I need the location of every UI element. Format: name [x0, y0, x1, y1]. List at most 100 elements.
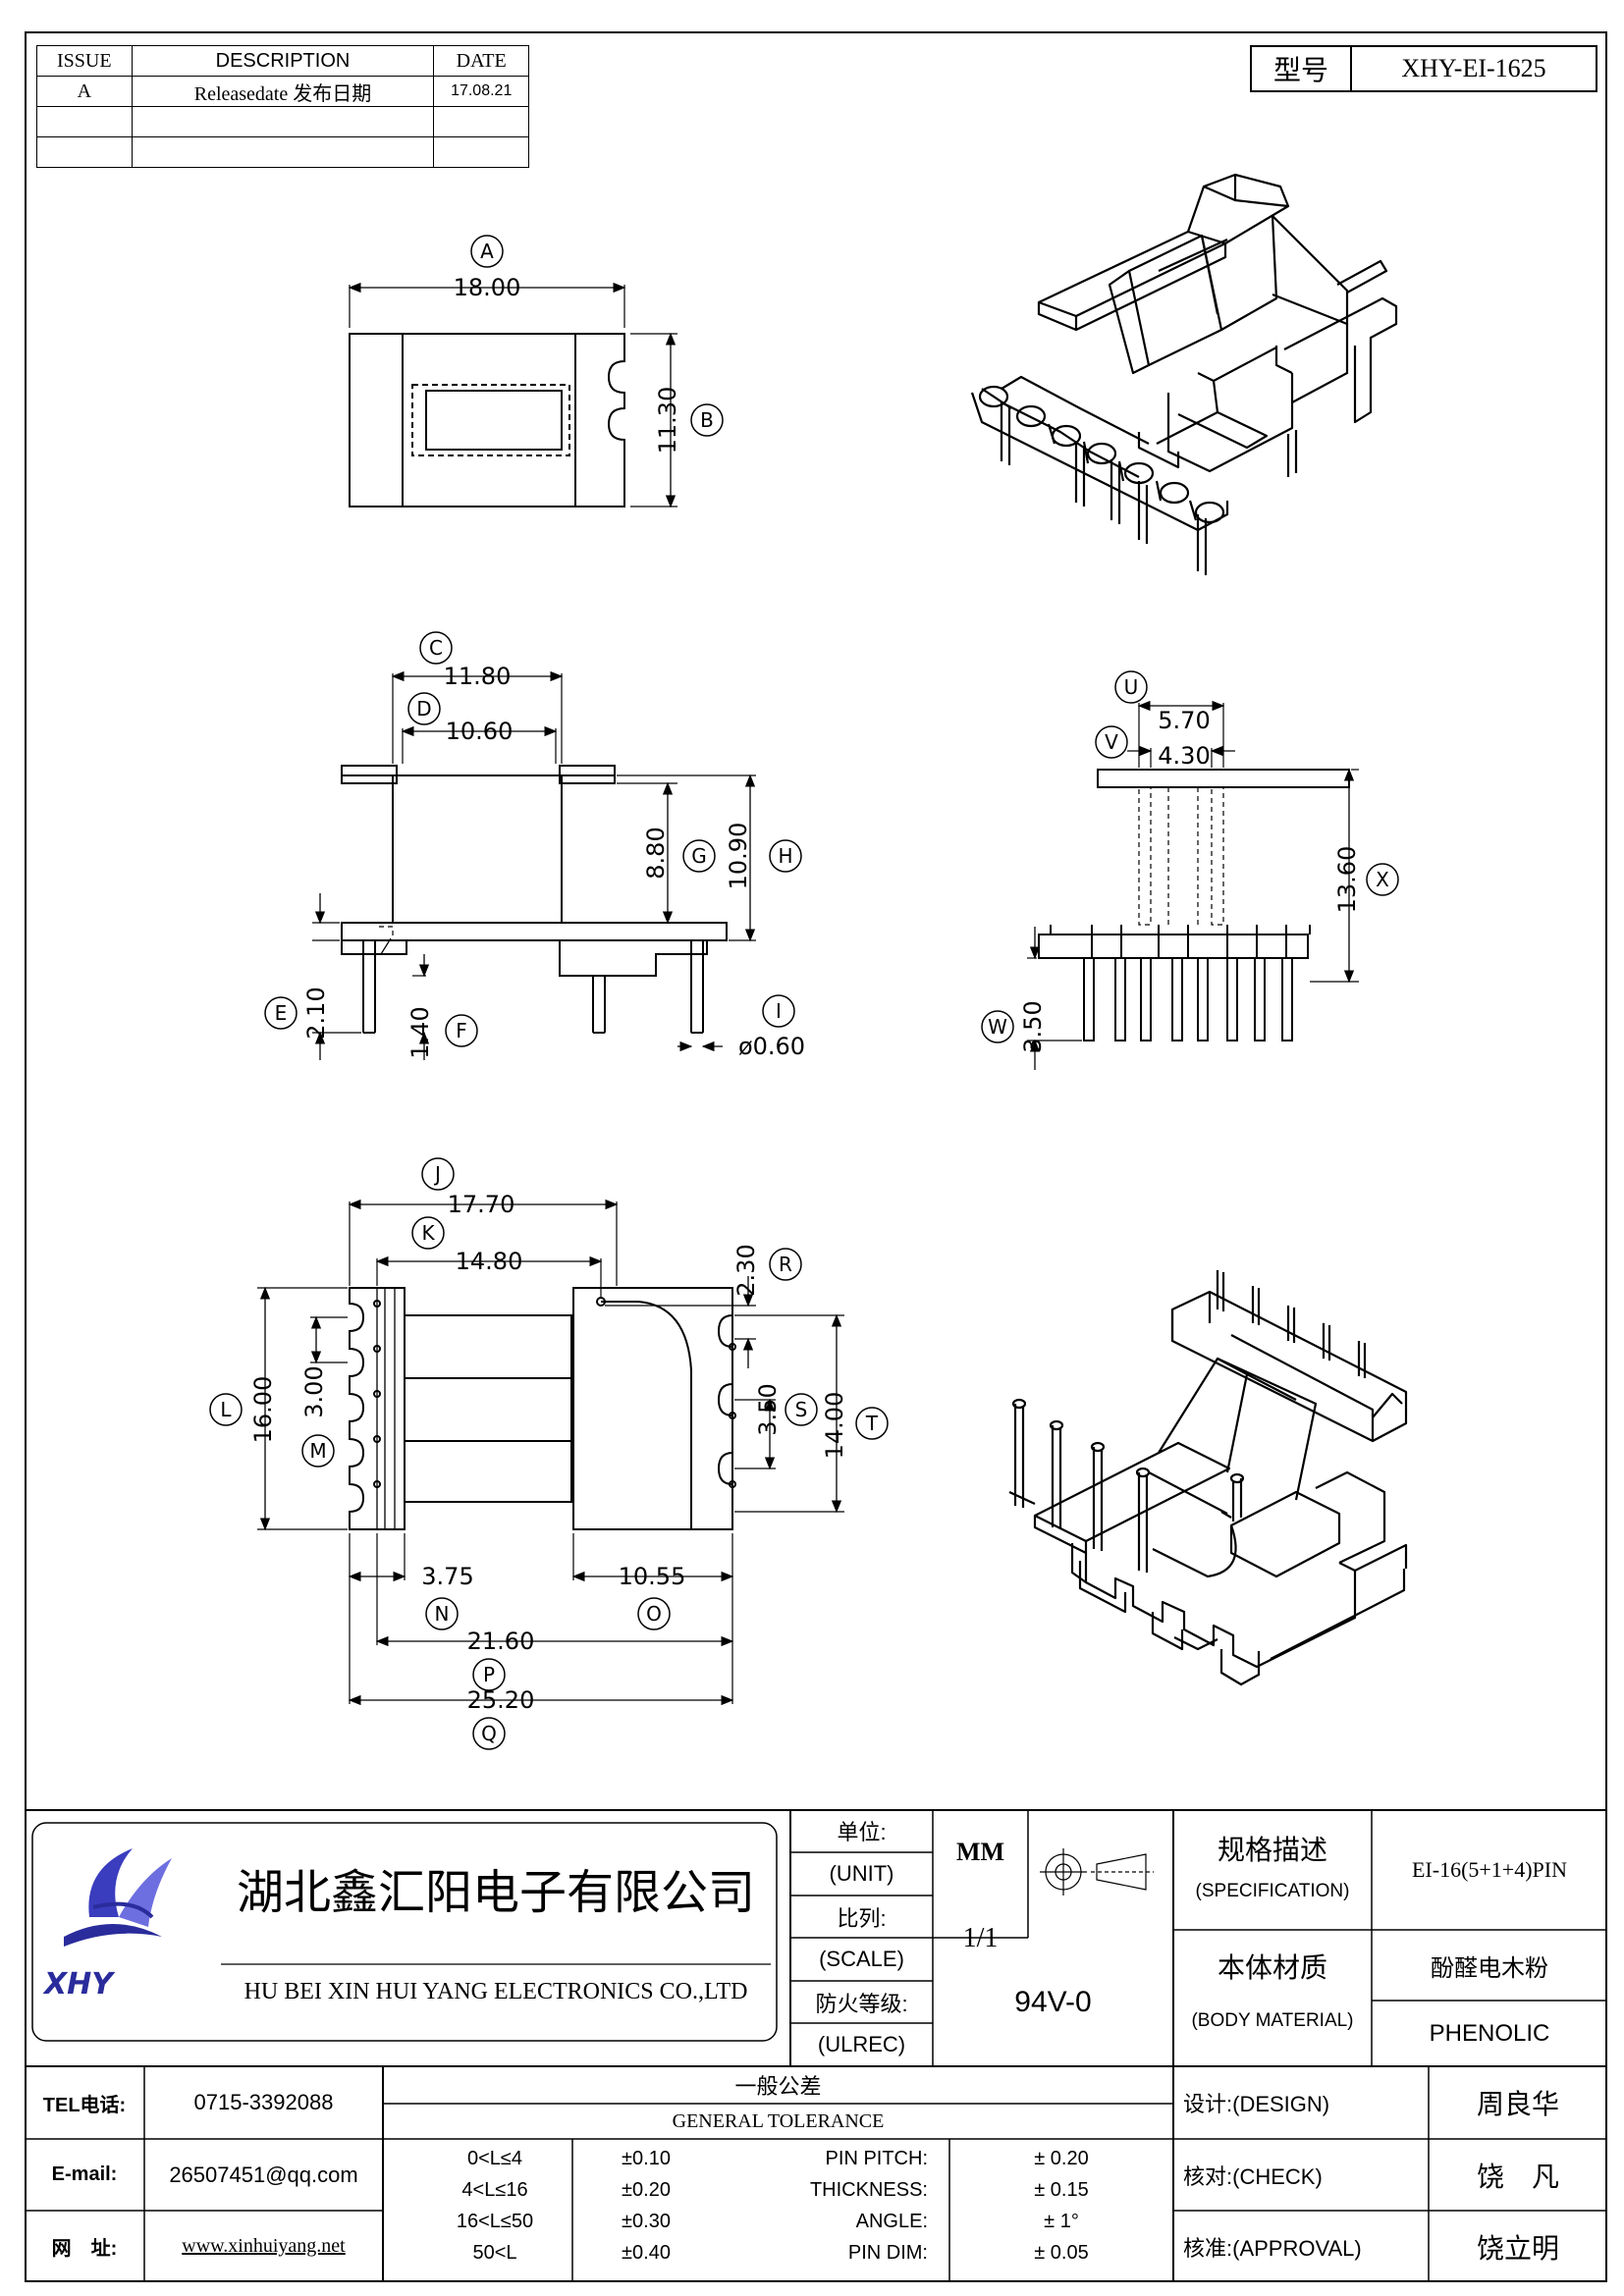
rev-header-description: DESCRIPTION [131, 45, 435, 77]
svg-text:K: K [421, 1221, 435, 1245]
projection-symbol-icon [1040, 1848, 1154, 1896]
tolerance-item-value: ± 1° [1044, 2210, 1079, 2232]
dim-V: 4.30 [1158, 742, 1210, 770]
fire-rating-value: 94V-0 [1014, 1985, 1092, 2018]
label-W: W [981, 1010, 1014, 1043]
label-E: E [264, 996, 298, 1030]
svg-text:D: D [416, 697, 431, 721]
isometric-view-top [970, 173, 1398, 575]
label-O: O [637, 1597, 671, 1630]
label-J: J [421, 1157, 455, 1191]
svg-text:C: C [429, 636, 443, 660]
svg-text:R: R [779, 1253, 792, 1276]
label-H: H [769, 839, 802, 873]
label-Q: Q [472, 1717, 506, 1750]
svg-text:N: N [435, 1602, 450, 1626]
spec-value: EI-16(5+1+4)PIN [1411, 1856, 1567, 1882]
scale-label-en: (SCALE) [819, 1947, 904, 1971]
label-A: A [470, 235, 504, 268]
label-P: P [472, 1658, 506, 1691]
material-label-en: (BODY MATERIAL) [1191, 2010, 1354, 2031]
dim-N: 3.75 [421, 1563, 473, 1590]
label-L: L [209, 1393, 243, 1426]
svg-text:E: E [275, 1001, 288, 1025]
dim-I: ø0.60 [738, 1033, 805, 1060]
company-name-cn: 湖北鑫汇阳电子有限公司 [236, 1865, 755, 1920]
svg-text:V: V [1105, 730, 1118, 754]
tolerance-item-name: ANGLE: [855, 2210, 928, 2232]
label-M: M [301, 1434, 335, 1468]
label-U: U [1114, 670, 1148, 704]
svg-text:T: T [865, 1412, 879, 1435]
dim-A: 18.00 [454, 274, 521, 301]
label-T: T [855, 1407, 889, 1440]
tolerance-item-value: ± 0.05 [1034, 2241, 1089, 2264]
dim-J: 17.70 [448, 1191, 515, 1218]
dim-W: 3.50 [1019, 1000, 1047, 1052]
tolerance-range: 50<L [472, 2241, 517, 2264]
website-link[interactable]: www.xinhuiyang.net [182, 2235, 346, 2257]
dim-M: 3.00 [300, 1365, 328, 1417]
model-value: XHY-EI-1625 [1401, 54, 1546, 82]
tolerance-range: 4<L≤16 [461, 2178, 528, 2201]
label-D: D [407, 692, 441, 725]
svg-text:M: M [309, 1439, 326, 1463]
dim-T: 14.00 [821, 1392, 848, 1460]
svg-text:B: B [700, 408, 714, 432]
svg-text:G: G [691, 844, 707, 868]
scale-value: 1/1 [962, 1922, 999, 1953]
unit-label-cn: 单位: [837, 1820, 887, 1844]
spec-label-cn: 规格描述 [1217, 1834, 1327, 1866]
dim-X: 13.60 [1333, 846, 1361, 914]
label-R: R [769, 1248, 802, 1281]
rev-date: 17.08.21 [433, 76, 529, 107]
rev-empty [131, 106, 435, 137]
logo-text: XHY [42, 1967, 116, 2002]
dim-E: 2.10 [302, 987, 330, 1039]
material-label-cn: 本体材质 [1217, 1951, 1327, 1984]
email-value: 26507451@qq.com [169, 2162, 358, 2187]
label-G: G [682, 839, 716, 873]
unit-label-en: (UNIT) [829, 1861, 894, 1886]
tolerance-value: ±0.30 [622, 2210, 671, 2232]
label-X: X [1366, 863, 1399, 896]
label-C: C [419, 631, 453, 665]
revision-table: ISSUE DESCRIPTION DATE A Releasedate 发布日… [36, 45, 529, 168]
svg-text:W: W [988, 1015, 1007, 1039]
label-B: B [690, 403, 724, 437]
svg-text:J: J [433, 1162, 441, 1186]
tolerance-value: ±0.10 [622, 2147, 671, 2169]
dim-C: 11.80 [444, 663, 512, 690]
tolerance-range: 0<L≤4 [466, 2147, 523, 2169]
svg-text:O: O [646, 1602, 662, 1626]
material-value-en: PHENOLIC [1429, 2019, 1550, 2047]
website-label: 网 址: [51, 2238, 118, 2260]
checker-name: 饶 凡 [1476, 2160, 1559, 2193]
rev-empty [36, 136, 133, 168]
rev-empty [433, 136, 529, 168]
approval-label: 核准:(APPROVAL) [1183, 2235, 1362, 2261]
tel-label: TEL电话: [42, 2094, 127, 2116]
svg-text:I: I [776, 999, 782, 1023]
tolerance-range: 16<L≤50 [456, 2210, 534, 2232]
tel-value: 0715-3392088 [193, 2090, 334, 2114]
approver-name: 饶立明 [1476, 2231, 1559, 2265]
dim-L: 16.00 [249, 1376, 277, 1444]
side-view [1027, 700, 1359, 1070]
email-label: E-mail: [51, 2163, 118, 2185]
fire-rating-label-cn: 防火等级: [815, 1991, 908, 2016]
dim-G: 8.80 [642, 827, 670, 879]
label-V: V [1095, 725, 1128, 759]
dim-F: 1.40 [406, 1006, 434, 1058]
tolerance-item-name: PIN PITCH: [825, 2147, 928, 2169]
material-value-cn: 酚醛电木粉 [1431, 1953, 1548, 1982]
design-label: 设计:(DESIGN) [1183, 2092, 1330, 2116]
tolerance-item-name: THICKNESS: [809, 2178, 928, 2201]
drawing-views: A 18.00 B 11.30 [209, 173, 1408, 1750]
front-view [312, 670, 756, 1060]
tolerance-title-en: GENERAL TOLERANCE [672, 2109, 885, 2132]
title-block: 湖北鑫汇阳电子有限公司 HU BEI XIN HUI YANG ELECTRON… [25, 1809, 1607, 2282]
scale-label-cn: 比列: [837, 1905, 887, 1931]
tolerance-item-value: ± 0.20 [1034, 2147, 1089, 2169]
label-N: N [425, 1597, 459, 1630]
